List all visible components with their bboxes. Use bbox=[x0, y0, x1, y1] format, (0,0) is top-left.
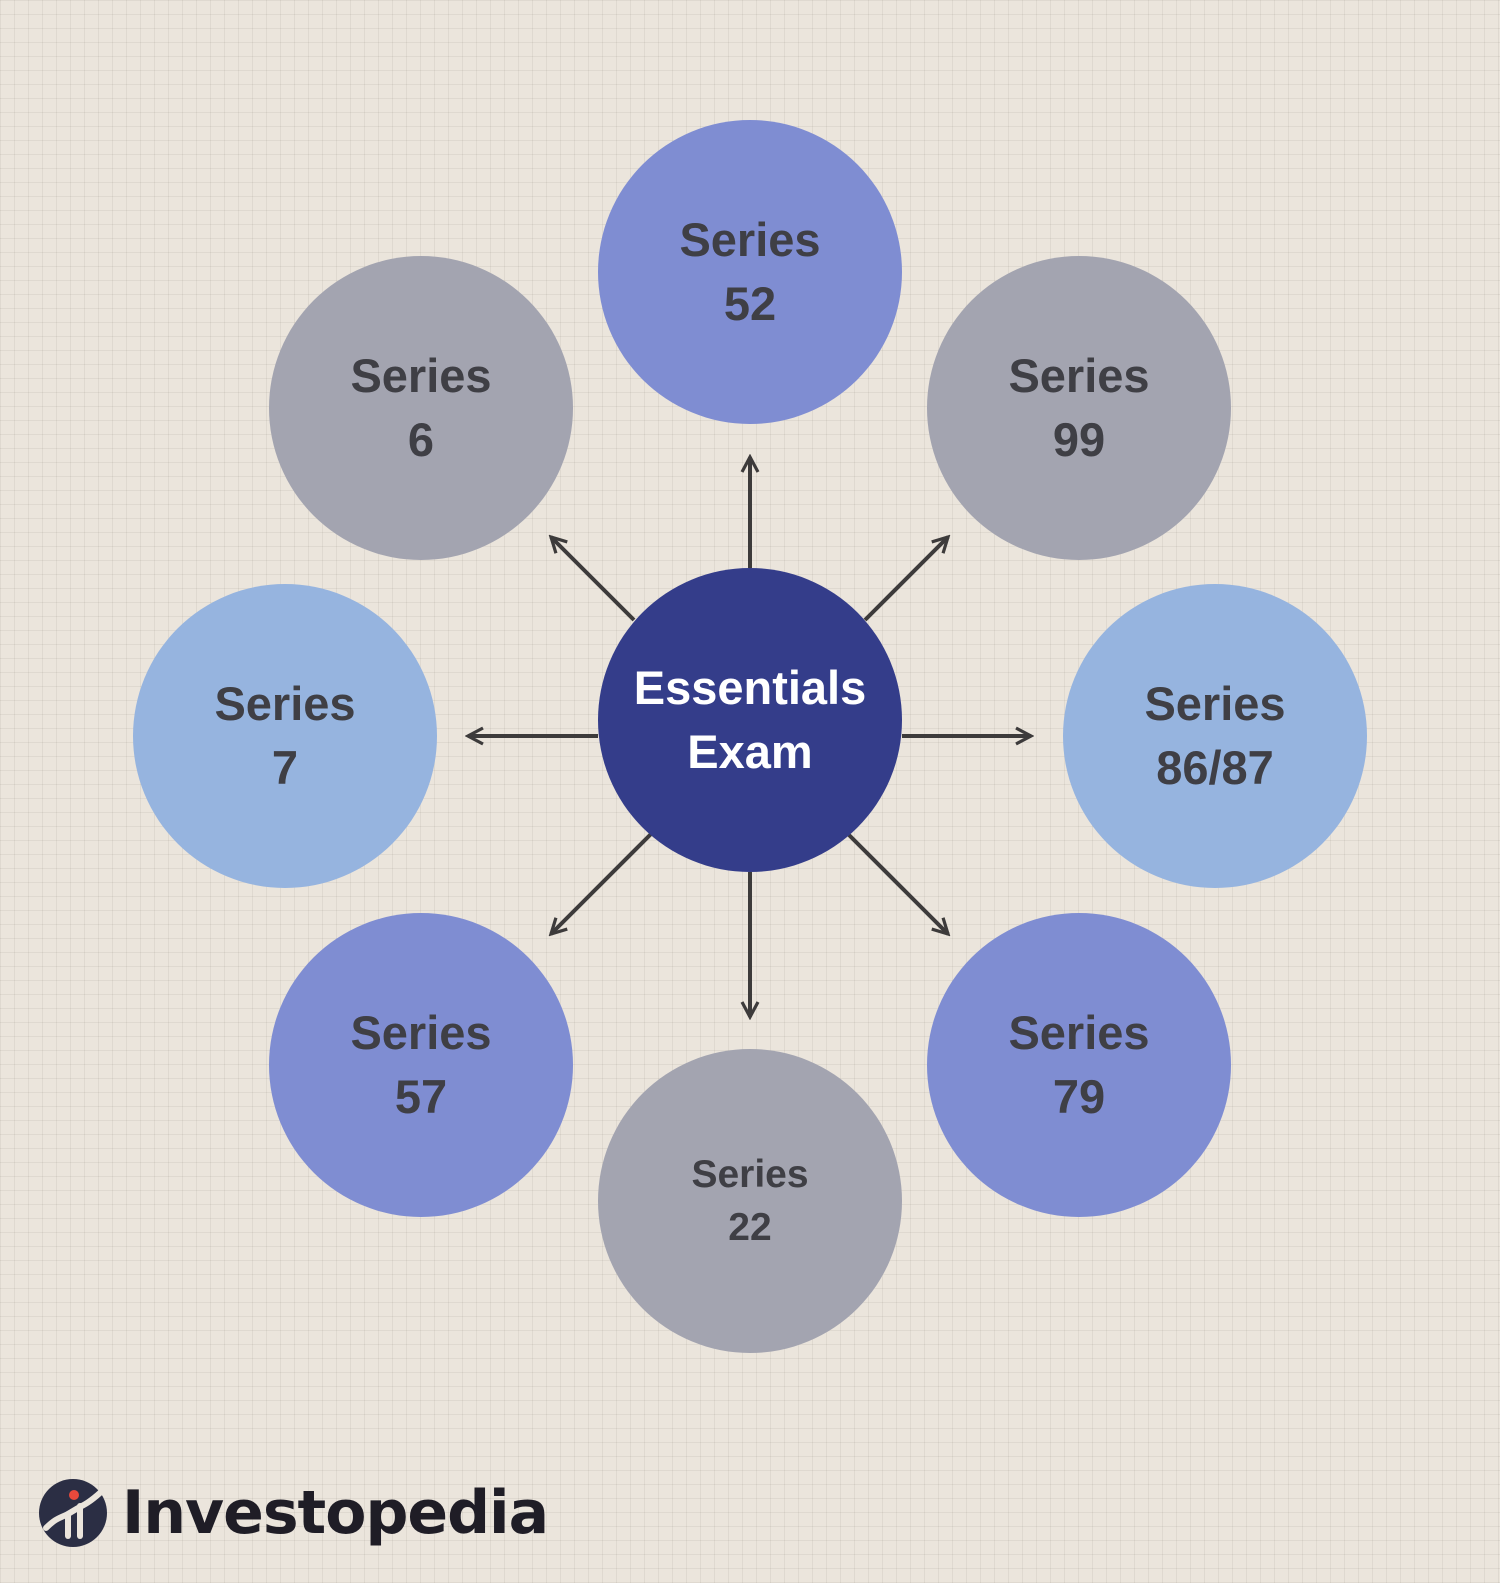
node-series-79: Series 79 bbox=[927, 913, 1231, 1217]
node-series-7: Series 7 bbox=[133, 584, 437, 888]
node-series-22: Series 22 bbox=[598, 1049, 902, 1353]
node-series-99: Series 99 bbox=[927, 256, 1231, 560]
node-label-line1: Series bbox=[214, 677, 356, 730]
node-label-line1: Series bbox=[350, 349, 492, 402]
node-label-line1: Series bbox=[679, 213, 821, 266]
node-series-6: Series 6 bbox=[269, 256, 573, 560]
node-label-line2: 6 bbox=[407, 413, 435, 466]
arrow-to-series-79 bbox=[845, 831, 948, 934]
arrow-to-series-99 bbox=[863, 537, 948, 622]
investopedia-wordmark: Investopedia bbox=[122, 1478, 549, 1548]
node-label-line1: Series bbox=[1144, 677, 1286, 730]
node-label-line2: 7 bbox=[271, 741, 299, 794]
center-label-line1: Essentials bbox=[633, 661, 867, 714]
node-series-57: Series 57 bbox=[269, 913, 573, 1217]
node-label-line2: 99 bbox=[1052, 413, 1106, 466]
investopedia-logo-icon bbox=[39, 1479, 107, 1547]
node-label-line1: Series bbox=[1008, 1006, 1150, 1059]
node-label-line2: 79 bbox=[1052, 1070, 1106, 1123]
node-label-line1: Series bbox=[350, 1006, 492, 1059]
center-label-line2: Exam bbox=[687, 725, 813, 778]
node-label-line2: 86/87 bbox=[1156, 741, 1274, 794]
investopedia-logo: Investopedia bbox=[38, 1477, 549, 1549]
node-series-52: Series 52 bbox=[598, 120, 902, 424]
node-label-line1: Series bbox=[1008, 349, 1150, 402]
arrow-to-series-57 bbox=[551, 831, 654, 934]
node-label-line1: Series bbox=[691, 1153, 809, 1196]
node-label-line2: 22 bbox=[728, 1206, 772, 1249]
node-series-86-87: Series 86/87 bbox=[1063, 584, 1367, 888]
node-essentials-exam: Essentials Exam bbox=[598, 568, 902, 872]
node-label-line2: 52 bbox=[723, 277, 777, 330]
node-label-line2: 57 bbox=[394, 1070, 448, 1123]
arrow-to-series-6 bbox=[551, 537, 636, 622]
